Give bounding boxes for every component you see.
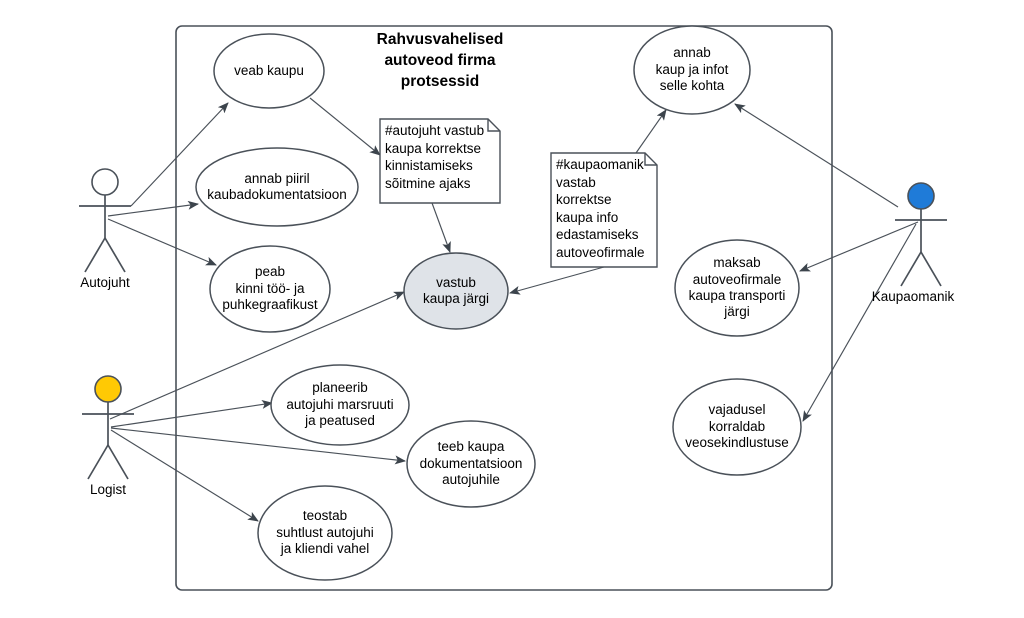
use-case-annab-kaup-ja-infot-selle-kohta[interactable]	[633, 25, 751, 115]
actor-head-logist	[94, 375, 122, 403]
connection-kaupaomanik-to-vajadusel	[802, 223, 917, 422]
connection-autojuht-to-peab-kinni	[107, 218, 217, 266]
connection-autojuht-to-annab-piiril	[107, 200, 199, 217]
connections-group	[107, 97, 919, 522]
system-boundary-box	[175, 25, 833, 591]
connection-kaupaomanik-to-annab-kaup	[734, 103, 899, 208]
use-case-veab-kaupu[interactable]	[213, 33, 325, 109]
connection-logist-to-vastub	[109, 291, 405, 420]
note-body-note-kaupaomanik	[550, 152, 658, 268]
actor-head-autojuht	[91, 168, 119, 196]
use-cases-group	[195, 25, 802, 581]
use-case-vajadusel-korraldab-veosekindlustuse[interactable]	[672, 378, 802, 476]
actor-autojuht[interactable]	[79, 168, 131, 273]
connection-logist-to-planeerib	[110, 400, 273, 428]
actor-leg-right-kaupaomanik	[920, 251, 942, 287]
actors-group	[79, 168, 947, 480]
use-case-teostab-suhtlust-autojuhi-ja-kliendi-vahel[interactable]	[257, 485, 393, 581]
actor-logist[interactable]	[82, 375, 134, 480]
connection-note-autojuht-to-vastub	[431, 202, 451, 253]
connection-autojuht-to-veab-kaupu	[130, 102, 229, 207]
note-fold-note-kaupaomanik	[644, 153, 657, 166]
actor-leg-right-logist	[107, 444, 129, 480]
use-case-vastub-kaupa-jargi[interactable]	[403, 252, 509, 330]
system-boundary-group	[175, 25, 833, 591]
connection-kaupaomanik-to-maksab	[799, 221, 919, 272]
connection-logist-to-teostab	[110, 429, 259, 522]
use-case-maksab-autoveofirmale-kaupa-transporti-jargi[interactable]	[674, 239, 800, 337]
note-fold-note-autojuht	[487, 119, 500, 132]
use-case-planeerib-autojuhi-marsruuti-ja-peatused[interactable]	[270, 364, 410, 446]
use-case-peab-kinni-too-ja-puhkegraafikust[interactable]	[209, 245, 331, 333]
actor-head-kaupaomanik	[907, 182, 935, 210]
connection-veab-kaupu-to-note-autojuht	[309, 97, 381, 156]
connection-note-kaupaomanik-to-vastub	[509, 266, 605, 295]
actor-leg-right-autojuht	[104, 237, 126, 273]
connection-logist-to-teeb-kaupa	[110, 427, 406, 465]
use-case-teeb-kaupa-dokumentatsioon-autojuhile[interactable]	[406, 420, 536, 508]
note-body-note-autojuht	[379, 118, 501, 204]
actor-kaupaomanik[interactable]	[895, 182, 947, 287]
use-case-annab-piiril-kaubadokumentatsioon[interactable]	[195, 147, 359, 227]
notes-group	[379, 118, 658, 268]
connection-note-kaupaomanik-to-annab-kaup	[635, 109, 667, 154]
actor-leg-left-logist	[87, 444, 109, 480]
actor-leg-left-autojuht	[84, 237, 106, 273]
actor-leg-left-kaupaomanik	[900, 251, 922, 287]
